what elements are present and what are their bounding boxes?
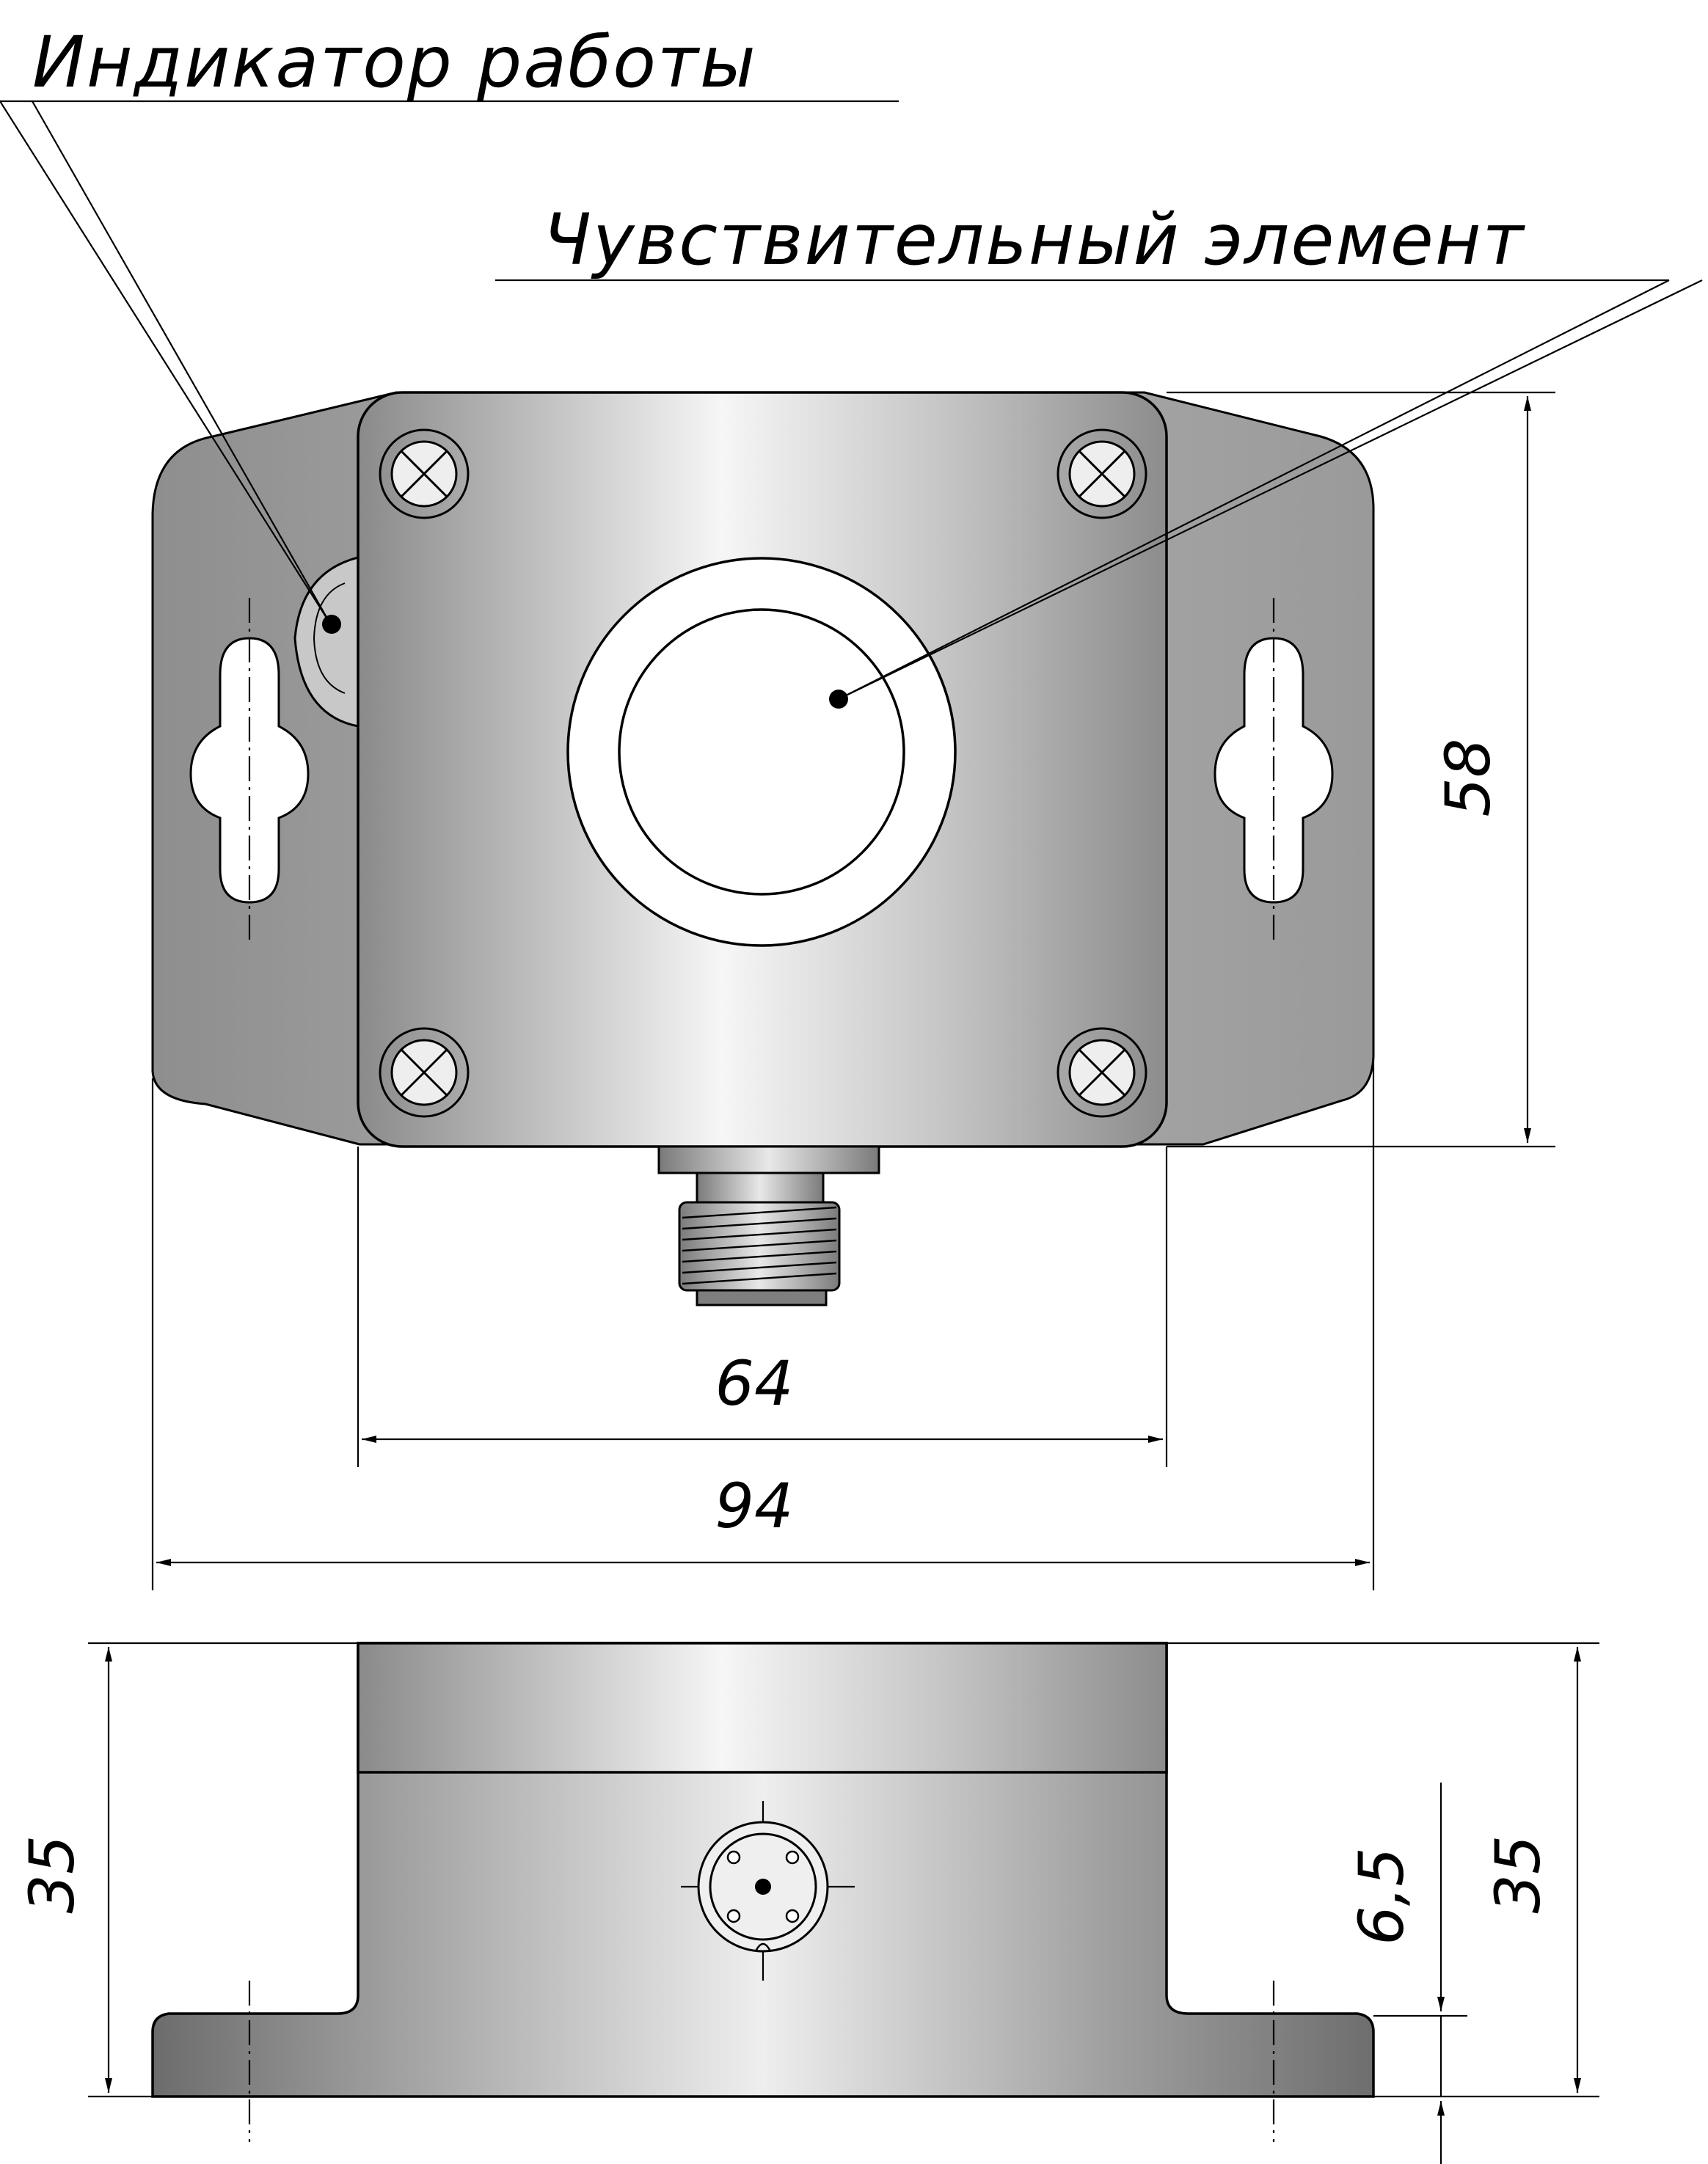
- top-view: 58 64 94: [151, 391, 1555, 1590]
- sensing-element: [566, 557, 957, 947]
- screw-icon: [379, 428, 470, 519]
- screw-icon: [1056, 428, 1147, 519]
- callouts: Индикатор работы Чувствительный элемент: [0, 21, 1703, 709]
- dimension-width-94: 94: [715, 1470, 794, 1542]
- dimension-height-58: 58: [1432, 739, 1504, 817]
- dimension-height-35-left: 35: [16, 1835, 88, 1914]
- screw-icon: [379, 1027, 470, 1118]
- operation-indicator: [293, 556, 360, 728]
- cable-connector: [657, 1145, 880, 1306]
- right-mounting-slot: [1214, 598, 1334, 943]
- dimension-width-64: 64: [715, 1348, 794, 1419]
- screw-icon: [1056, 1027, 1147, 1118]
- label-sensing-element: Чувствительный элемент: [543, 199, 1526, 281]
- left-mounting-slot: [189, 598, 310, 943]
- dimension-height-35-right: 35: [1482, 1835, 1554, 1914]
- side-view: 35 35 6,5: [16, 1642, 1599, 2164]
- label-indicator: Индикатор работы: [32, 21, 757, 103]
- connector-face-icon: [681, 1801, 855, 1981]
- dimension-flange-6-5: 6,5: [1346, 1847, 1417, 1945]
